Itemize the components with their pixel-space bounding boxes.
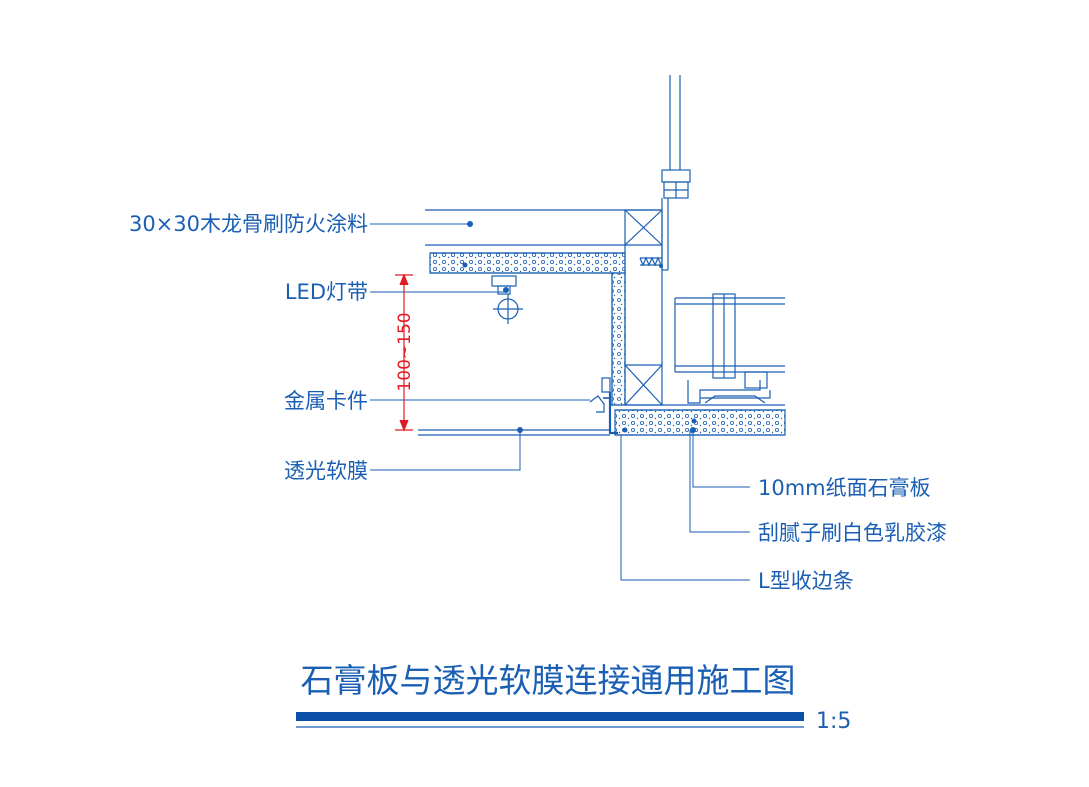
label-soft-film: 透光软膜 (284, 459, 368, 483)
label-metal-clip: 金属卡件 (284, 389, 368, 413)
soft-film (418, 429, 610, 436)
gypsum-board-vertical (611, 272, 626, 406)
dimension-height (395, 273, 413, 432)
label-putty-paint: 刮腻子刷白色乳胶漆 (758, 521, 947, 545)
wood-keel-vertical (624, 209, 663, 406)
title-underline-bar (296, 712, 804, 721)
label-gypsum-board: 10mm纸面石膏板 (758, 476, 931, 500)
drawing-scale: 1:5 (816, 709, 851, 734)
label-wood-keel: 30×30木龙骨刷防火涂料 (129, 212, 368, 236)
gypsum-board-upper (429, 252, 626, 274)
gypsum-board-lower (610, 404, 786, 436)
dimension-text: 100~150 (395, 312, 415, 391)
hanging-rod (661, 75, 691, 271)
label-l-trim: L型收边条 (758, 569, 854, 593)
metal-clip (589, 377, 611, 413)
ceiling-keel-right (674, 293, 785, 404)
wood-keel-top (425, 209, 662, 246)
leader-lines (370, 223, 750, 581)
led-strip (491, 275, 523, 324)
drawing-title: 石膏板与透光软膜连接通用施工图 (301, 661, 796, 700)
label-led-strip: LED灯带 (285, 280, 368, 304)
l-trim (603, 392, 618, 435)
